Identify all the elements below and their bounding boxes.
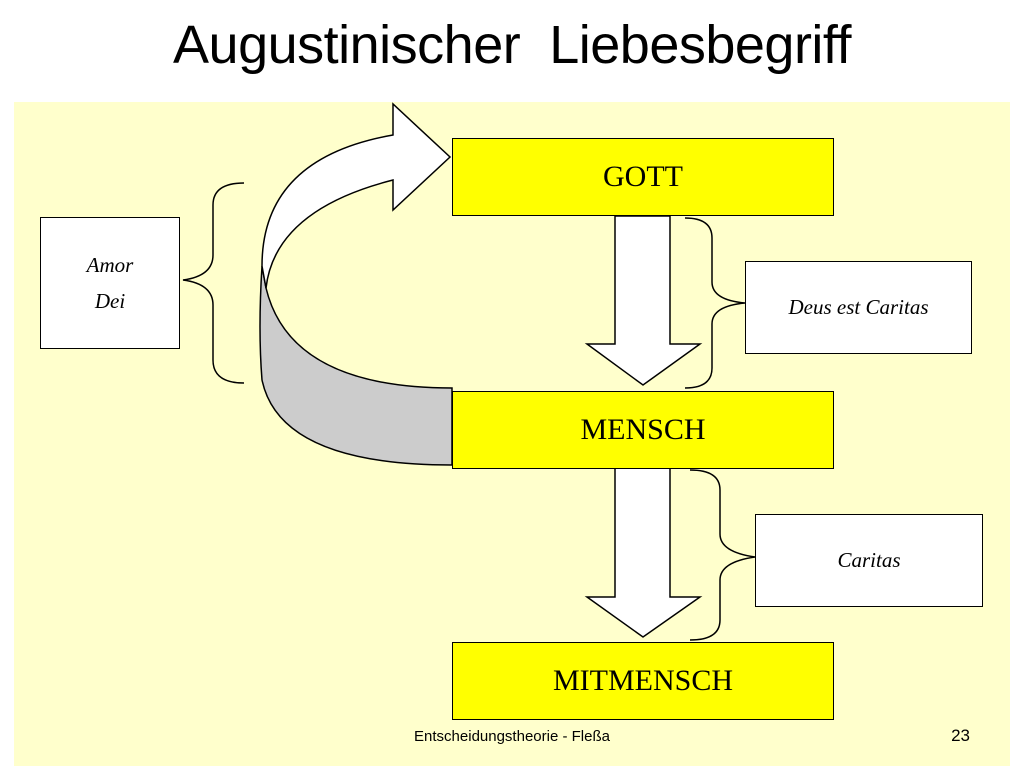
node-mitmensch: MITMENSCH [452,642,834,720]
node-mensch: MENSCH [452,391,834,469]
down-arrow-mensch-mitmensch-icon [584,467,703,638]
label-amor: Amor [86,253,134,277]
down-arrow-gott-mensch-icon [584,215,703,386]
label-deus-est-caritas: Deus est Caritas [745,261,972,354]
brace-caritas [689,469,756,641]
curved-arrow-up-icon [261,102,452,289]
curved-arrow-side [259,265,453,466]
brace-deus-est-caritas [684,217,746,389]
brace-amor-dei [182,182,245,384]
slide-title: Augustinischer Liebesbegriff [173,15,851,75]
page-number: 23 [951,726,970,745]
label-dei: Dei [94,289,126,313]
node-gott: GOTT [452,138,834,216]
footer-text: Entscheidungstheorie - Fleßa [414,728,610,745]
label-caritas: Caritas [755,514,983,607]
label-amor-dei: Amor Dei [40,217,180,349]
